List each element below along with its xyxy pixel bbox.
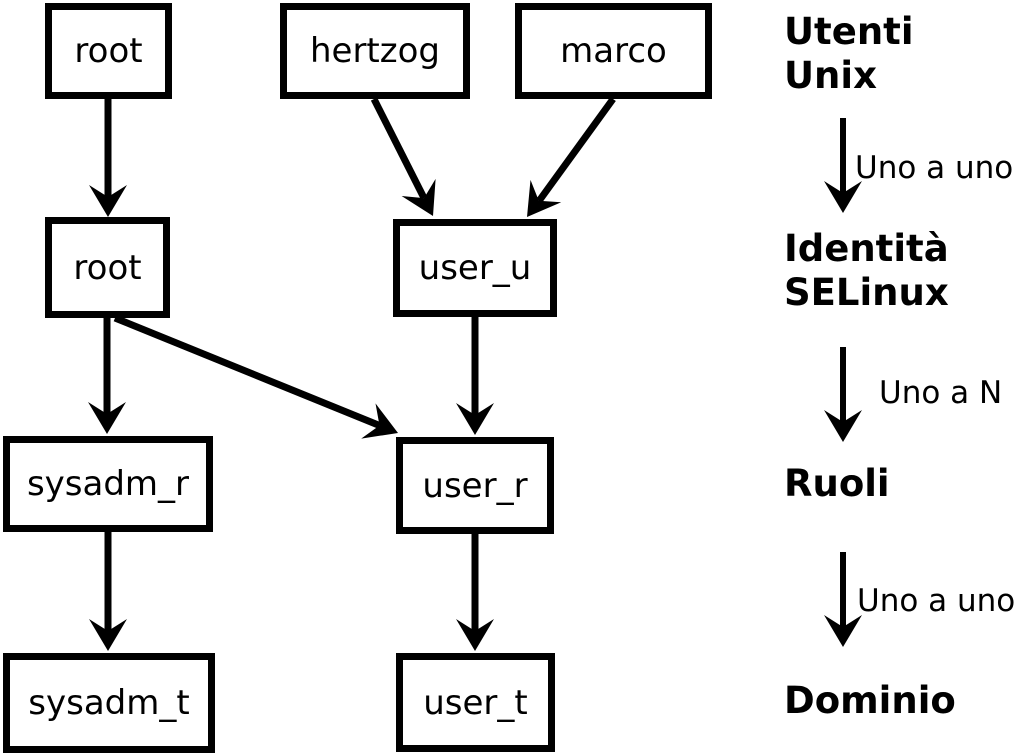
node-sysadm-t: sysadm_t xyxy=(3,653,215,753)
edge-useru-to-userr xyxy=(456,317,494,435)
edge-rootselinux-to-userr xyxy=(113,314,398,439)
edge-hertzog-to-useru xyxy=(370,97,436,216)
edge-sysadmr-to-sysadmt xyxy=(89,532,127,651)
node-user-u: user_u xyxy=(393,219,557,317)
edge-rootselinux-to-sysadmr xyxy=(88,318,126,434)
legend-arrow-identity-roles xyxy=(824,347,862,442)
legend-relation-one-to-n: Uno a N xyxy=(879,375,1003,411)
node-root-unix: root xyxy=(45,3,172,99)
edge-userr-to-usert xyxy=(456,534,494,651)
legend-relation-one-to-one-2: Uno a uno xyxy=(857,583,1016,619)
legend-level-selinux-identity: Identità SELinux xyxy=(784,227,949,314)
legend-level-roles: Ruoli xyxy=(784,462,890,505)
node-root-selinux: root xyxy=(45,217,170,318)
legend-arrow-roles-domain xyxy=(824,552,862,647)
legend-level-unix-users: Utenti Unix xyxy=(784,10,914,97)
node-sysadm-r: sysadm_r xyxy=(3,436,213,532)
node-user-t: user_t xyxy=(396,653,555,752)
edge-marco-to-useru xyxy=(527,96,616,217)
edge-rootunix-to-rootselinux xyxy=(89,99,127,217)
legend-relation-one-to-one-1: Uno a uno xyxy=(855,150,1014,186)
node-user-r: user_r xyxy=(396,437,554,534)
node-hertzog: hertzog xyxy=(280,3,470,99)
legend-arrow-users-identity xyxy=(824,118,862,213)
legend-level-domain: Dominio xyxy=(784,679,956,722)
node-marco: marco xyxy=(515,3,712,99)
